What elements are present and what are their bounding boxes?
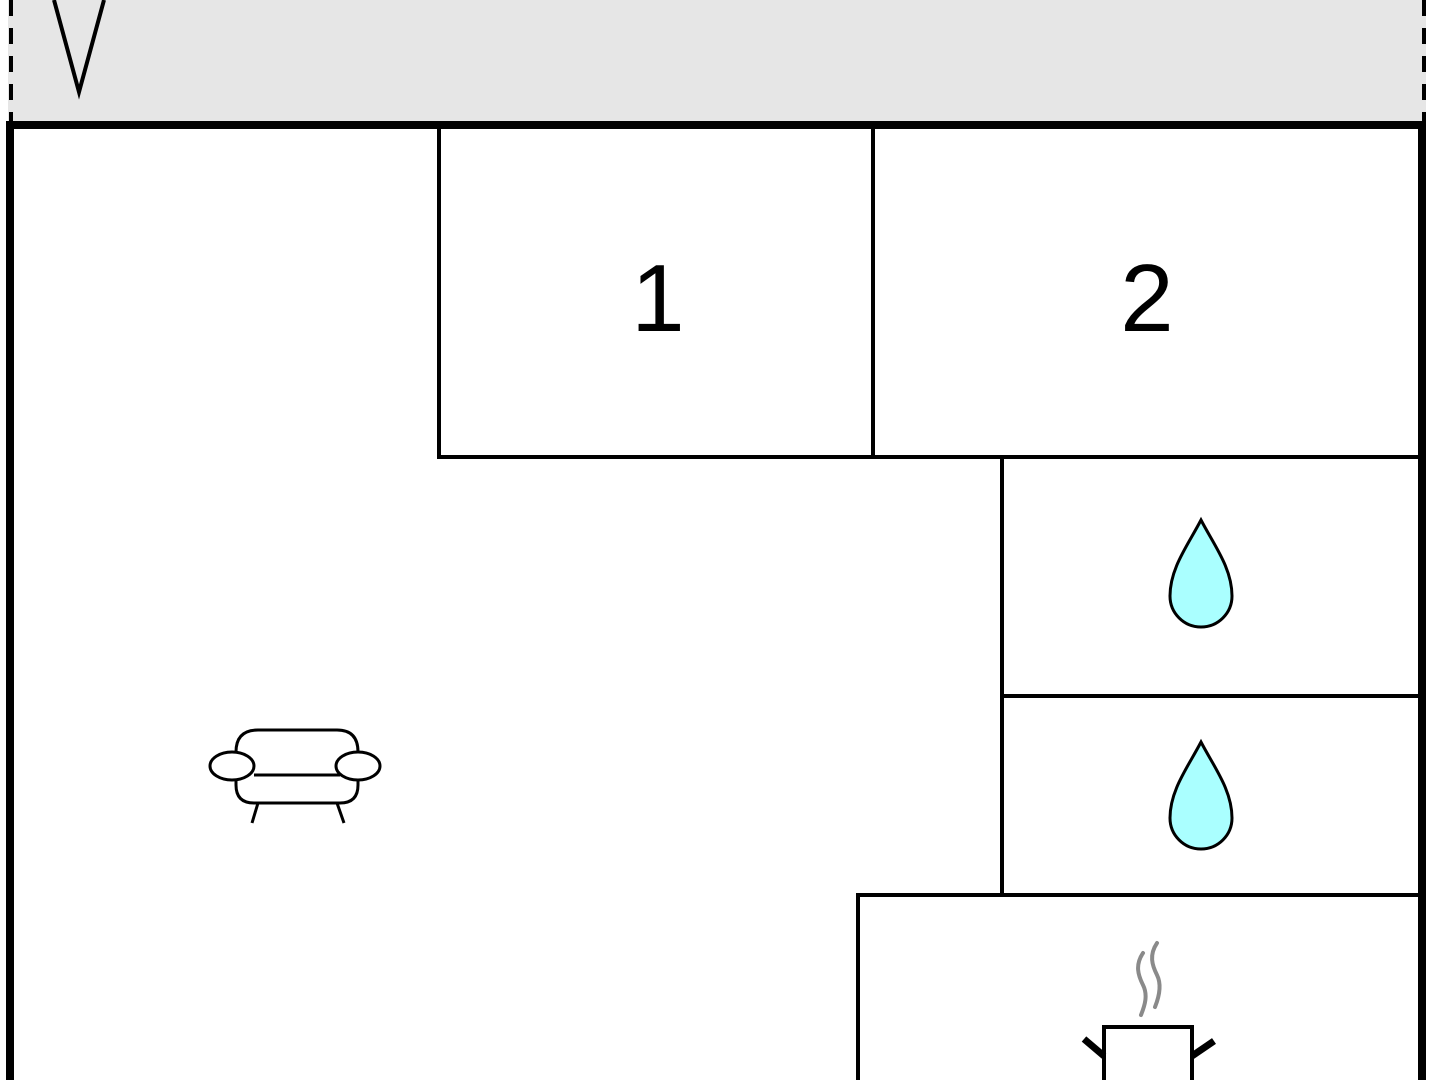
- steam-line: [1150, 941, 1162, 1009]
- north-arrow-icon: [52, 0, 106, 100]
- terrace-area: [8, 0, 1426, 124]
- pot-left-handle: [1081, 1036, 1107, 1059]
- armchair-backrest: [234, 728, 360, 805]
- exterior-walls: [6, 121, 1426, 1080]
- water-drop-icon: [1168, 516, 1234, 629]
- armchair-right-leg: [335, 802, 346, 824]
- armchair-right-arm: [334, 750, 382, 782]
- armchair-left-arm: [208, 750, 256, 782]
- pot-right-handle: [1190, 1038, 1216, 1059]
- interior-walls: [437, 125, 1420, 1080]
- steam-line: [1136, 951, 1148, 1017]
- cooking-pot-icon: [1081, 941, 1216, 1080]
- terrace: [8, 0, 1426, 124]
- bedroom-2-label: 2: [1120, 245, 1173, 352]
- bedroom-1-label: 1: [631, 245, 684, 352]
- water-drop-icon: [1168, 738, 1234, 851]
- armchair-left-leg: [250, 802, 260, 824]
- armchair-icon: [208, 728, 382, 824]
- pot-body: [1102, 1025, 1194, 1080]
